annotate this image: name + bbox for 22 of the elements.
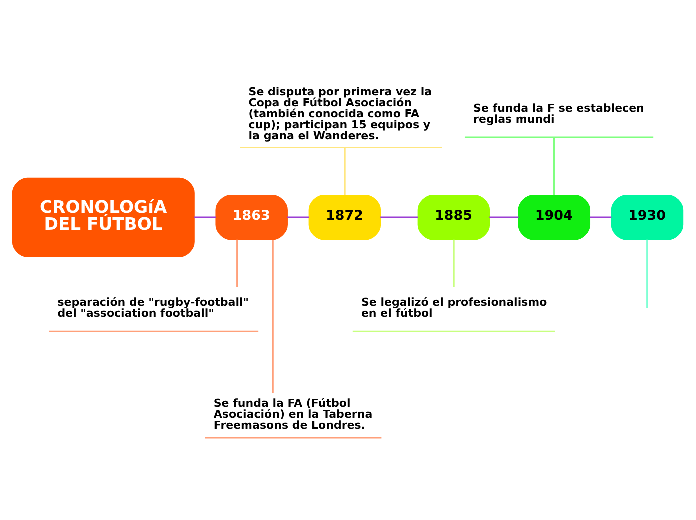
node-text: separación de "rugby-football" del "association football": [58, 296, 250, 320]
connector: [590, 216, 612, 218]
connector: [380, 216, 418, 218]
connector: [272, 240, 274, 393]
connector: [490, 216, 519, 218]
node-box: 1863: [216, 194, 288, 240]
connector: [646, 239, 648, 308]
connector: [344, 148, 346, 195]
connector: [288, 216, 310, 218]
node-text: Se funda la F se establecen reglas mundi: [474, 101, 644, 126]
connector: [453, 239, 455, 287]
node-box: 1904: [518, 194, 591, 240]
connector: [553, 137, 556, 195]
node-text: Se disputa por primera vez la Copa de Fútbol Asociación (también conocida como FA cup); participan 15 equipos y la gana el Wanderes.: [248, 84, 432, 142]
connector: [236, 239, 238, 287]
node-text: Se funda la FA (Fútbol Asociación) en la Taberna Freemasons de Londres.: [214, 396, 373, 432]
node-box: 1930: [611, 194, 684, 240]
connector: [194, 216, 216, 218]
node-box: CRONOLOGíA DEL FÚTBOL: [12, 177, 195, 257]
node-text: Se legalizó el profesionalismo en el fútbol: [361, 296, 548, 320]
node-box: 1872: [308, 194, 382, 240]
node-box: 1885: [418, 194, 490, 240]
